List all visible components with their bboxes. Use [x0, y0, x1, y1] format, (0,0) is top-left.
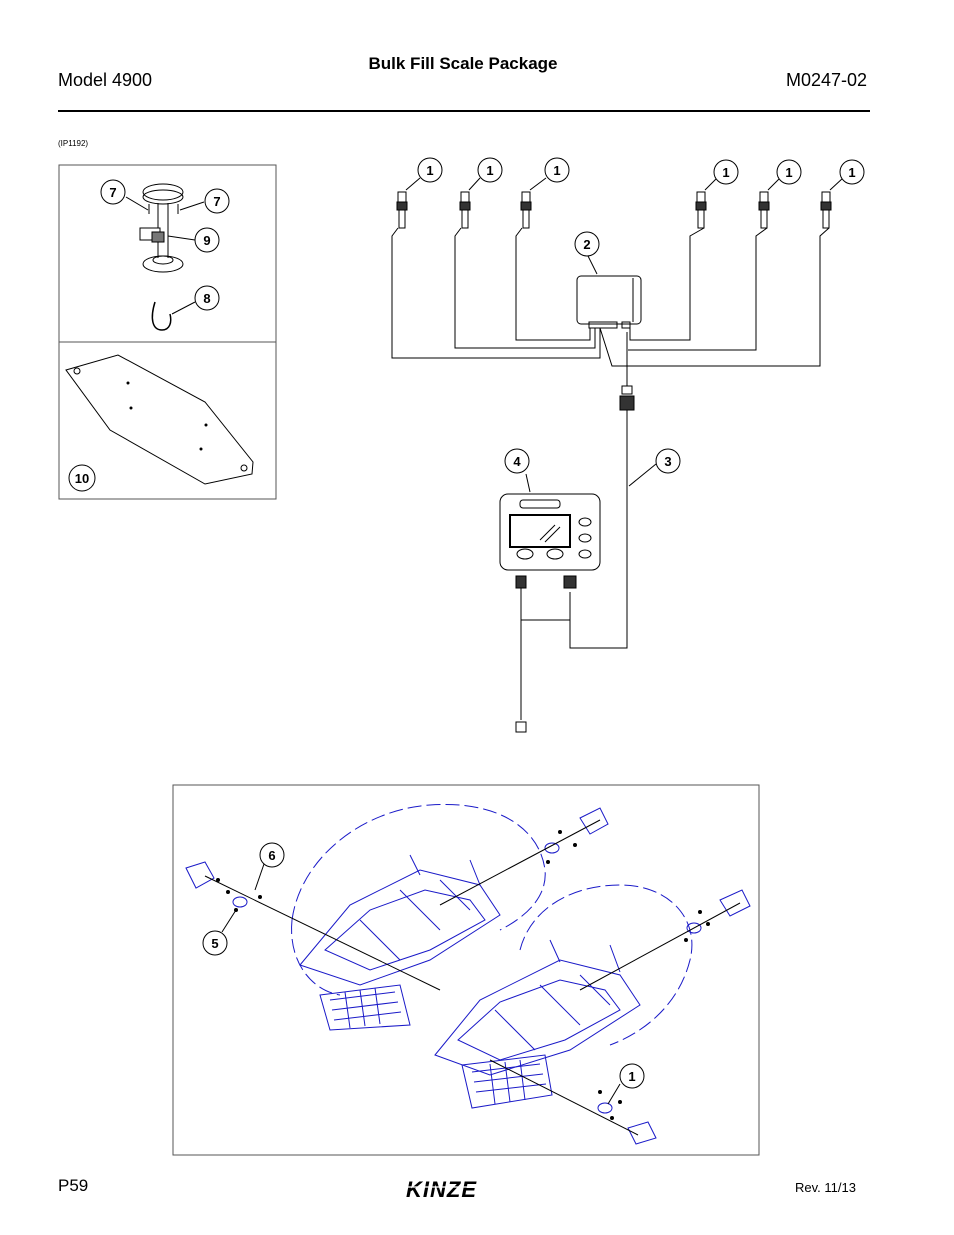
load-cell-2: [459, 191, 471, 229]
callout-1-g: 1: [619, 1063, 645, 1089]
mounting-plate: [65, 354, 254, 485]
callout-9: 9: [194, 227, 220, 253]
callout-7b: 7: [204, 188, 230, 214]
svg-text:1: 1: [628, 1069, 635, 1084]
callout-4: 4: [504, 448, 530, 474]
callout-10: 10: [68, 464, 96, 492]
callout-7a: 7: [100, 179, 126, 205]
callout-8: 8: [194, 285, 220, 311]
svg-text:7: 7: [109, 185, 116, 200]
load-cell-3: [520, 191, 532, 229]
svg-text:10: 10: [75, 471, 89, 486]
monitor-mount-stand: [139, 183, 184, 273]
svg-text:3: 3: [664, 454, 671, 469]
svg-text:1: 1: [486, 163, 493, 178]
load-cell-6: [820, 191, 832, 229]
monitor-display: [499, 493, 601, 571]
callout-3: 3: [655, 448, 681, 474]
svg-text:2: 2: [583, 237, 590, 252]
callout-5: 5: [202, 930, 228, 956]
callout-1-e: 1: [767, 159, 802, 191]
svg-text:9: 9: [203, 233, 210, 248]
inset-panel: [58, 164, 277, 500]
svg-text:1: 1: [553, 163, 560, 178]
callout-1-d: 1: [704, 159, 739, 191]
u-bolt-part: [151, 301, 172, 331]
callout-1-b: 1: [468, 157, 503, 191]
kinze-logo: KINZE: [406, 1177, 514, 1202]
illustration-code: (IP1192): [58, 139, 89, 148]
svg-text:5: 5: [211, 936, 218, 951]
page-title: Bulk Fill Scale Package: [368, 54, 558, 73]
load-cell-5: [758, 191, 770, 229]
model-label: Model 4900: [58, 70, 153, 90]
load-cell-4: [695, 191, 707, 229]
manual-number: M0247-02: [786, 70, 868, 90]
svg-text:7: 7: [213, 194, 220, 209]
callout-1-c: 1: [529, 157, 570, 191]
callout-1-a: 1: [405, 157, 443, 191]
revision-date: Rev. 11/13: [795, 1180, 856, 1195]
header-divider: [58, 110, 870, 112]
load-cell-1: [396, 191, 408, 229]
svg-text:1: 1: [426, 163, 433, 178]
svg-text:1: 1: [785, 165, 792, 180]
wiring-schematic: [391, 191, 832, 733]
junction-box: [576, 275, 642, 329]
page-number: P59: [58, 1176, 89, 1195]
callout-2: 2: [574, 231, 600, 257]
svg-text:1: 1: [848, 165, 855, 180]
svg-text:8: 8: [203, 291, 210, 306]
svg-text:6: 6: [268, 848, 275, 863]
callout-6: 6: [259, 842, 285, 868]
bulk-fill-assembly-panel: [172, 784, 760, 1156]
svg-text:1: 1: [722, 165, 729, 180]
svg-text:KINZE: KINZE: [406, 1177, 477, 1202]
callout-1-f: 1: [829, 159, 865, 191]
svg-text:4: 4: [513, 454, 521, 469]
